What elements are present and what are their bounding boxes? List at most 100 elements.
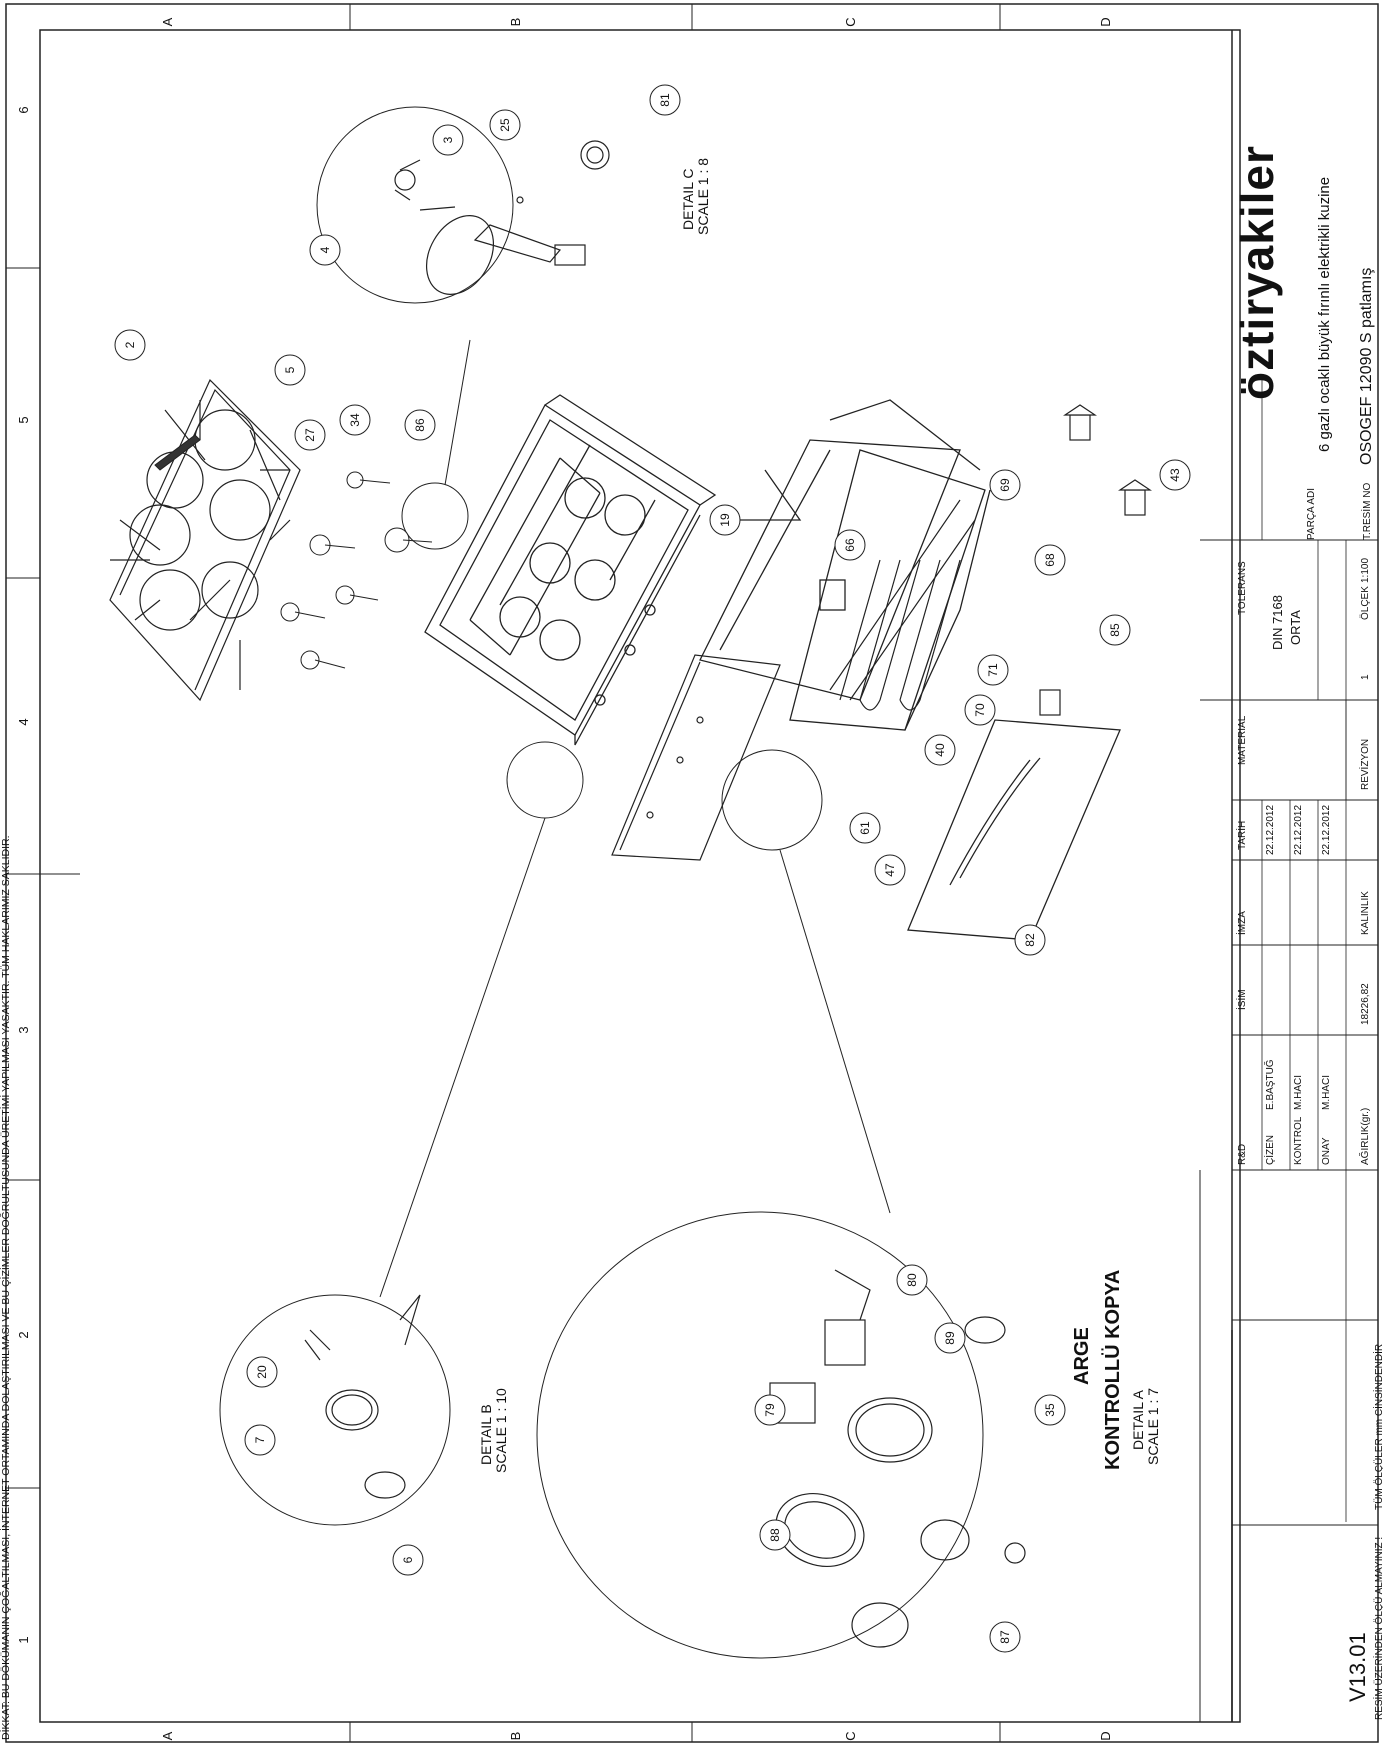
balloon-circle [274, 354, 306, 386]
version-label: V13.01 [1345, 1632, 1370, 1702]
balloon-circle [989, 1621, 1021, 1653]
balloon-number: 19 [718, 513, 732, 527]
tb-weight-label: AĞIRLIK(gr.) [1360, 1107, 1371, 1165]
heating-elements [829, 499, 976, 711]
zone-label: D [1098, 1731, 1113, 1740]
note-no-measure: RESİM ÜZERİNDEN ÖLÇÜ ALMAYINIZ ! [1374, 1537, 1383, 1720]
tb-header-sign: İMZA [1237, 911, 1248, 935]
drawing-no-label: T.RESİM NO [1362, 482, 1373, 540]
cooktop-top [424, 394, 717, 746]
balloon-number: 40 [933, 743, 947, 757]
detail-b-circle [219, 1294, 451, 1526]
balloon-number: 47 [883, 863, 897, 877]
tb-weight-value: 18226,82 [1360, 983, 1371, 1025]
tb-header-material: MATERIAL [1237, 715, 1248, 765]
balloon-circle [244, 1424, 276, 1456]
top-notice: DİKKAT: BU DÖKÜMANIN ÇOĞALTILMASI, İNTER… [0, 835, 12, 1740]
balloon-number: 35 [1043, 1403, 1057, 1417]
balloon-circle [924, 734, 956, 766]
zone-label: C [843, 1731, 858, 1740]
tb-tolerance-value: DIN 7168 [1270, 595, 1285, 650]
detail-a-circle [536, 1211, 984, 1659]
tb-header-name: İSİM [1237, 989, 1248, 1010]
balloon-circle [294, 419, 326, 451]
zone-label: A [160, 17, 175, 26]
zone-number: 2 [16, 1331, 31, 1338]
detail-origin-a [721, 749, 823, 851]
drawing-no: OSOGEF 12090 S patlamış [1358, 267, 1375, 465]
balloon-number: 7 [253, 1436, 267, 1443]
tb-revision-value: 1 [1360, 674, 1371, 680]
balloon-circle [404, 409, 436, 441]
balloon-circle [709, 504, 741, 536]
stamp-line1: ARGE [1071, 1327, 1093, 1385]
tb-header-tolerance: TOLERANS [1237, 561, 1248, 615]
balloon-circle [432, 124, 464, 156]
balloon-circle [1099, 614, 1131, 646]
detail-a-scale: SCALE 1 : 7 [1145, 1387, 1161, 1465]
balloon-number: 2 [123, 341, 137, 348]
tb-role: KONTROL [1293, 1116, 1304, 1165]
tb-name: M.HACI [1293, 1075, 1304, 1110]
detail-a-name: DETAIL A [1130, 1390, 1146, 1450]
balloon-number: 70 [973, 703, 987, 717]
balloon-circle [309, 234, 341, 266]
balloon-number: 88 [768, 1528, 782, 1542]
tb-revision-label: REVİZYON [1360, 738, 1371, 790]
tb-name: E.BAŞTUĞ [1265, 1059, 1276, 1110]
part-name-label: PARÇA ADI [1306, 487, 1317, 540]
zone-label: A [160, 1731, 175, 1740]
detail-b-name: DETAIL B [478, 1404, 494, 1465]
detail-b-scale: SCALE 1 : 10 [493, 1388, 509, 1473]
balloon-circle [989, 469, 1021, 501]
valve-detail [304, 1294, 421, 1499]
balloon-number: 5 [283, 366, 297, 373]
zone-number: 3 [16, 1026, 31, 1033]
detail-origin-c [401, 482, 469, 550]
balloon-number: 82 [1023, 933, 1037, 947]
balloon-circle [964, 694, 996, 726]
tb-thickness-label: KALINLIK [1360, 891, 1371, 935]
balloon-number: 4 [318, 246, 332, 253]
control-panel [611, 654, 781, 861]
balloon-number: 61 [858, 821, 872, 835]
balloon-number: 86 [413, 418, 427, 432]
balloon-number: 81 [658, 93, 672, 107]
balloon-number: 27 [303, 428, 317, 442]
zone-label: C [843, 17, 858, 26]
balloon-circle [759, 1519, 791, 1551]
balloon-circle [896, 1264, 928, 1296]
balloon-number: 43 [1168, 468, 1182, 482]
tb-scale-label: ÖLÇEK [1360, 586, 1371, 620]
zone-number: 6 [16, 106, 31, 113]
balloon-number: 34 [348, 413, 362, 427]
burner-detail [394, 140, 610, 295]
knob-set [280, 471, 433, 670]
balloon-circle [1014, 924, 1046, 956]
tb-name: M.HACI [1321, 1075, 1332, 1110]
zone-number: 4 [16, 718, 31, 725]
balloon-circle [1034, 544, 1066, 576]
balloon-circle [934, 1322, 966, 1354]
zone-label: D [1098, 17, 1113, 26]
detail-c-circle [316, 106, 514, 304]
balloon-circle [649, 84, 681, 116]
balloon-number: 6 [401, 1556, 415, 1563]
balloon-circle [489, 109, 521, 141]
balloon-number: 3 [441, 136, 455, 143]
balloon-circle [754, 1394, 786, 1426]
balloon-number: 87 [998, 1630, 1012, 1644]
zone-number: 5 [16, 416, 31, 423]
zone-label: B [508, 18, 523, 27]
tb-date: 22.12.2012 [1265, 804, 1276, 855]
balloon-number: 69 [998, 478, 1012, 492]
detail-c-name: DETAIL C [680, 168, 696, 230]
tb-header-date: TARİH [1237, 820, 1248, 850]
oven-door [907, 719, 1121, 941]
balloon-circle [1034, 1394, 1066, 1426]
balloon-circle [339, 404, 371, 436]
balloon-number: 20 [255, 1365, 269, 1379]
zone-number: 1 [16, 1636, 31, 1643]
balloon-circle [246, 1356, 278, 1388]
